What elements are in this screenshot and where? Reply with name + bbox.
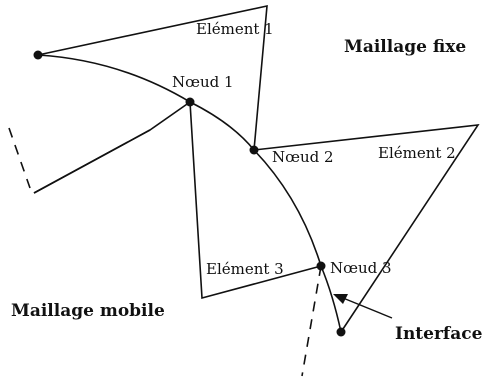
element-2-edge: [253, 124, 480, 333]
noeud-1-node: [185, 97, 195, 107]
interface-arrow-line: [342, 297, 393, 319]
maillage-mobile-label: Maillage mobile: [11, 301, 165, 321]
noeud-2-label: Nœud 2: [272, 148, 334, 166]
element-2-label: Elément 2: [378, 144, 456, 162]
noeud-1-label: Nœud 1: [172, 73, 234, 91]
maillage-fixe-label: Maillage fixe: [344, 37, 467, 57]
interface-curve: [37, 54, 342, 333]
noeud-3-label: Nœud 3: [330, 259, 392, 277]
node-left-end: [33, 50, 43, 60]
interface-label: Interface: [395, 324, 483, 344]
noeud-2-node: [249, 145, 259, 155]
interface-arrow-head: [333, 294, 348, 304]
node-bottom-end: [336, 327, 346, 337]
dashed-edge-bottom: [301, 265, 322, 377]
noeud-3-node: [316, 261, 326, 271]
dashed-edge-left: [8, 127, 31, 189]
mobile-element-left-edge: [33, 129, 151, 194]
mobile-element-left-edge: [33, 101, 191, 194]
element-3-edge: [189, 101, 322, 300]
element-1-edge: [37, 4, 268, 151]
element-1-label: Elément 1: [196, 20, 274, 38]
element-3-label: Elément 3: [206, 260, 284, 278]
